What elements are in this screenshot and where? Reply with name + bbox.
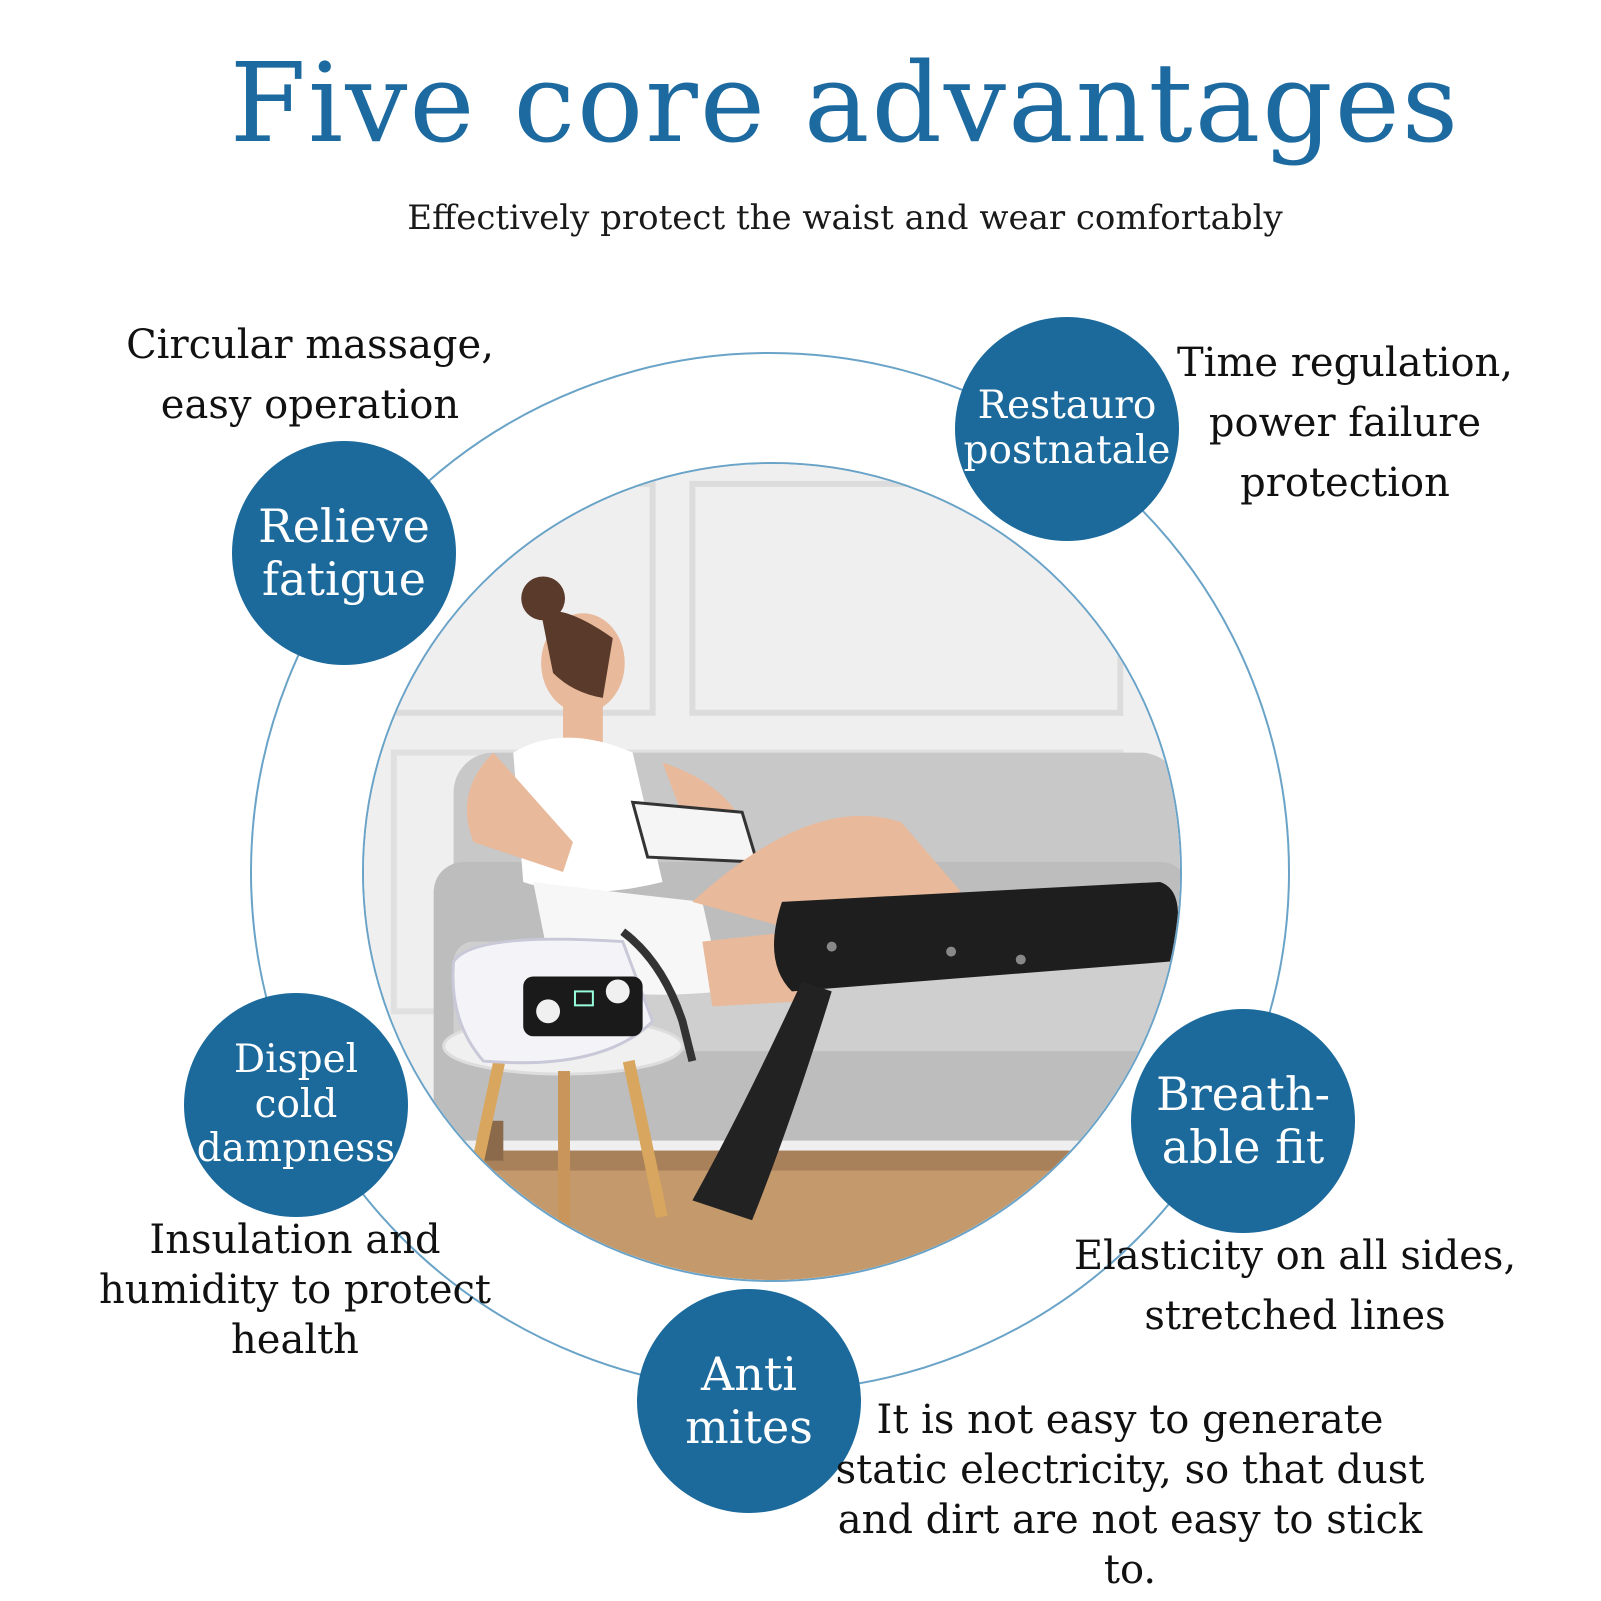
badge-relieve-fatigue-label: Relieve fatigue [258, 499, 430, 606]
page-title: Five core advantages [229, 39, 1461, 167]
caption-time-regulation: Time regulation, power failure protectio… [1176, 340, 1513, 506]
badge-restauro-postnatale: Restauro postnatale [955, 317, 1179, 541]
badge-restauro-postnatale-label: Restauro postnatale [963, 383, 1171, 473]
product-photo-illustration [364, 464, 1180, 1280]
page-subtitle: Effectively protect the waist and wear c… [407, 198, 1283, 238]
caption-elasticity: Elasticity on all sides, stretched lines [1073, 1233, 1517, 1339]
badge-relieve-fatigue: Relieve fatigue [232, 441, 456, 665]
badge-breathable-fit: Breath- able fit [1131, 1009, 1355, 1233]
caption-insulation: Insulation and humidity to protect healt… [99, 1217, 491, 1363]
product-photo [362, 462, 1182, 1282]
caption-static-electricity: It is not easy to generate static electr… [835, 1397, 1425, 1593]
badge-anti-mites-label: Anti mites [685, 1347, 813, 1454]
badge-anti-mites: Anti mites [637, 1289, 861, 1513]
badge-dispel-cold-dampness-label: Dispel cold dampness [196, 1036, 396, 1172]
badge-breathable-fit-label: Breath- able fit [1155, 1067, 1331, 1174]
badge-dispel-cold-dampness: Dispel cold dampness [184, 993, 408, 1217]
caption-circular-massage: Circular massage, easy operation [126, 322, 494, 428]
